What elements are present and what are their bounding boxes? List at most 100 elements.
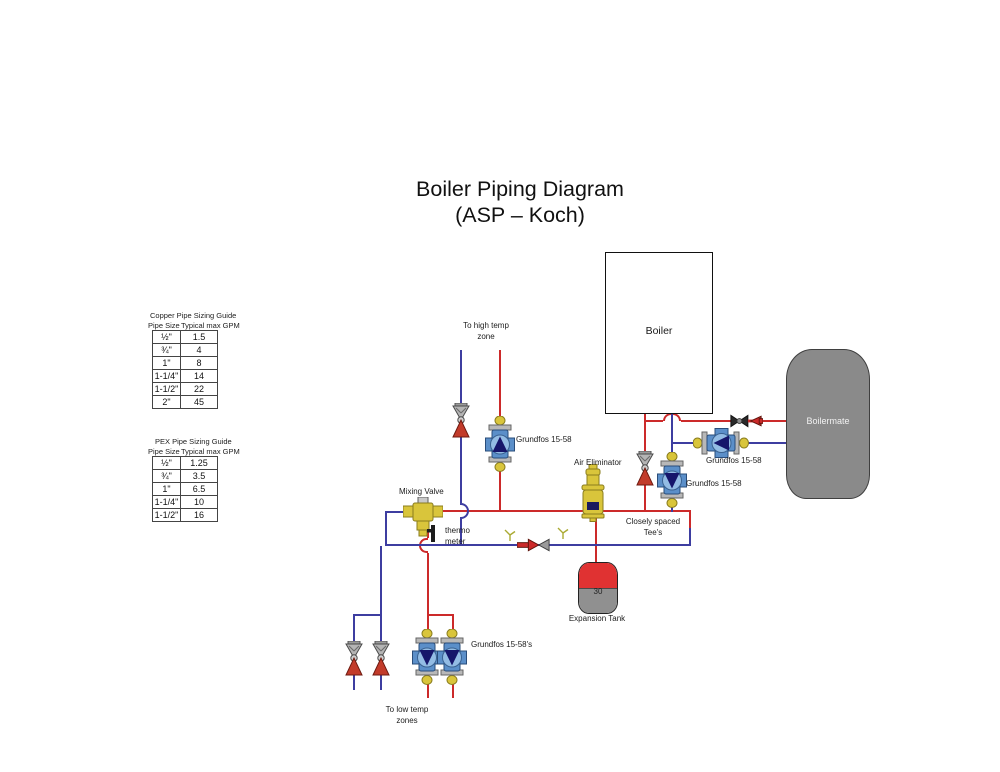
gate-valve-icon xyxy=(370,641,392,677)
cell: 1-1/2" xyxy=(152,382,181,396)
return-header-right-pipe xyxy=(689,528,691,546)
table-row: ½"1.25 xyxy=(152,456,218,470)
expansion-tank-pressure: 30 xyxy=(593,587,603,596)
table-row: ½"1.5 xyxy=(152,330,218,344)
low-temp-pumps-label: Grundfos 15-58's xyxy=(471,640,533,649)
gate-valve-icon xyxy=(450,403,472,439)
high-temp-pump-label: Grundfos 15-58 xyxy=(516,435,572,444)
page-title-line1: Boiler Piping Diagram xyxy=(416,177,624,201)
closely-spaced-line1: Closely spaced xyxy=(625,517,681,526)
to-high-temp-label: To high temp zone xyxy=(446,321,526,342)
low-temp-return-manifold xyxy=(353,614,381,616)
pex-table-header: Pipe SizeTypical max GPM xyxy=(148,447,240,456)
to-low-temp-line1: To low temp xyxy=(385,705,429,714)
cell: 2" xyxy=(152,395,181,409)
table-row: ¾"4 xyxy=(152,343,218,357)
cell: 1-1/2" xyxy=(152,508,181,522)
cell: ¾" xyxy=(152,343,181,357)
cell: 22 xyxy=(180,382,218,396)
cell: 1.5 xyxy=(180,330,218,344)
cell: 1.25 xyxy=(180,456,218,470)
pex-col2-header: Typical max GPM xyxy=(181,447,240,456)
low-temp-pump-2-icon xyxy=(437,629,467,685)
supply-header-pipe xyxy=(443,510,691,512)
air-vent-icon xyxy=(556,526,570,540)
to-low-temp-line2: zones xyxy=(396,715,418,725)
to-high-temp-line2: zone xyxy=(477,331,495,341)
copper-sizing-table: ½"1.5 ¾"4 1"8 1-1/4"14 1-1/2"22 2"45 xyxy=(152,330,218,409)
copper-col1-header: Pipe Size xyxy=(148,321,180,330)
boilermate-tank: Boilermate xyxy=(786,349,870,499)
low-temp-return-drop-1 xyxy=(380,546,382,690)
return-header-left-pipe xyxy=(385,512,387,545)
shutoff-check-valve-icon xyxy=(729,413,763,429)
copper-col2-header: Typical max GPM xyxy=(181,321,240,330)
gate-valve-icon xyxy=(634,451,656,487)
table-row: 2"45 xyxy=(152,395,218,409)
table-row: ¾"3.5 xyxy=(152,469,218,483)
cell: 1" xyxy=(152,356,181,370)
cell: 6.5 xyxy=(180,482,218,496)
cell: 10 xyxy=(180,495,218,509)
check-valve-icon xyxy=(517,537,551,553)
return-pipe-high-temp-b xyxy=(460,519,462,546)
high-temp-pump-icon xyxy=(485,416,515,472)
page-title-line2: (ASP – Koch) xyxy=(455,203,585,227)
boilermate-pump-icon xyxy=(693,428,749,458)
supply-header-right-pipe xyxy=(689,510,691,529)
pex-sizing-table: ½"1.25 ¾"3.5 1"6.5 1-1/4"10 1-1/2"16 xyxy=(152,456,218,522)
cell: ½" xyxy=(152,330,181,344)
copper-table-header: Pipe SizeTypical max GPM xyxy=(148,321,240,330)
cell: 16 xyxy=(180,508,218,522)
air-eliminator-icon xyxy=(578,464,608,522)
closely-spaced-line2: Tee's xyxy=(643,527,663,537)
pipe-crossover-arc xyxy=(460,503,469,519)
mixing-valve-label: Mixing Valve xyxy=(399,487,444,496)
boilermate-pump-label: Grundfos 15-58 xyxy=(706,456,762,465)
table-row: 1"8 xyxy=(152,356,218,370)
to-low-temp-label: To low temp zones xyxy=(366,705,448,726)
boilermate-supply-pipe-a xyxy=(645,420,663,422)
pex-col1-header: Pipe Size xyxy=(148,447,180,456)
table-row: 1"6.5 xyxy=(152,482,218,496)
table-row: 1-1/2"16 xyxy=(152,508,218,522)
expansion-tank-top xyxy=(579,563,617,589)
boiler-label: Boiler xyxy=(645,325,673,337)
gate-valve-icon xyxy=(343,641,365,677)
air-eliminator-label: Air Eliminator xyxy=(574,458,622,467)
copper-table-title: Copper Pipe Sizing Guide xyxy=(150,311,237,320)
thermometer-label: thermo meter xyxy=(445,526,470,547)
mixed-supply-pipe-b xyxy=(427,553,429,616)
expansion-tank: 30 xyxy=(578,562,618,614)
thermometer-line1: thermo xyxy=(445,526,470,535)
expansion-tank-pipe xyxy=(595,512,597,563)
boilermate-label: Boilermate xyxy=(806,416,850,426)
cell: ¾" xyxy=(152,469,181,483)
cell: 45 xyxy=(180,395,218,409)
page-title: Boiler Piping Diagram (ASP – Koch) xyxy=(340,176,700,228)
expansion-tank-bottom xyxy=(579,588,617,613)
cell: 3.5 xyxy=(180,469,218,483)
thermometer-line2: meter xyxy=(445,536,466,546)
boiler-loop-pump-icon xyxy=(657,452,687,508)
expansion-tank-label: Expansion Tank xyxy=(568,614,626,623)
air-vent-icon xyxy=(503,528,517,542)
pex-table-title: PEX Pipe Sizing Guide xyxy=(155,437,232,446)
table-row: 1-1/4"10 xyxy=(152,495,218,509)
cell: ½" xyxy=(152,456,181,470)
table-row: 1-1/4"14 xyxy=(152,369,218,383)
cell: 4 xyxy=(180,343,218,357)
table-row: 1-1/2"22 xyxy=(152,382,218,396)
boiler: Boiler xyxy=(605,252,713,414)
to-high-temp-line1: To high temp xyxy=(463,321,509,330)
cell: 14 xyxy=(180,369,218,383)
mixing-valve-return-feed xyxy=(385,511,408,513)
cell: 1-1/4" xyxy=(152,495,181,509)
cell: 1" xyxy=(152,482,181,496)
low-temp-supply-manifold xyxy=(427,614,454,616)
closely-spaced-tees-label: Closely spaced Tee's xyxy=(612,517,694,538)
boiler-loop-pump-label: Grundfos 15-58 xyxy=(686,479,742,488)
cell: 8 xyxy=(180,356,218,370)
cell: 1-1/4" xyxy=(152,369,181,383)
